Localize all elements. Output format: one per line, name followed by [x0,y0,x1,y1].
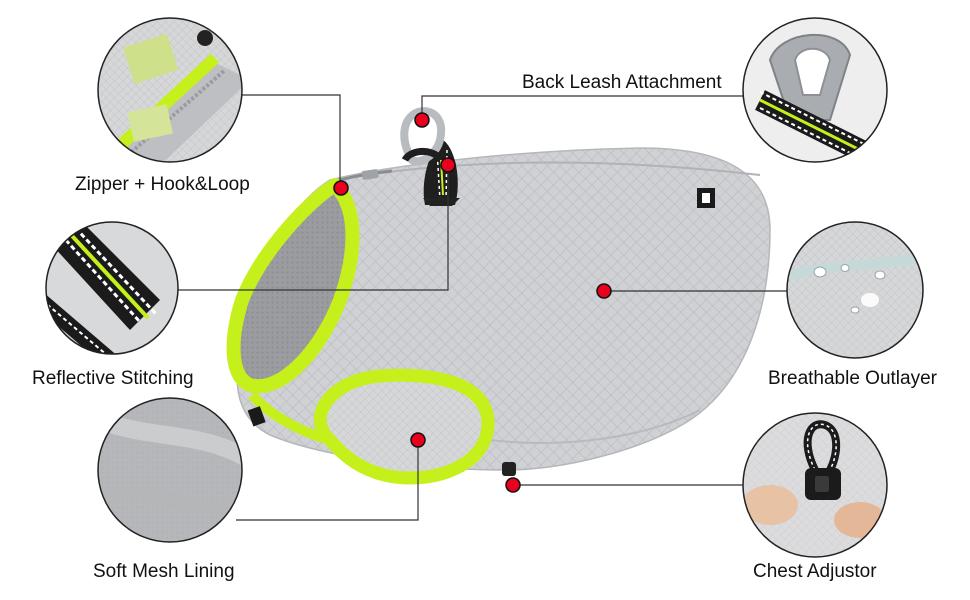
neck-opening [226,178,360,394]
connector-lines [178,94,788,521]
toggle-cord-icon [742,412,888,558]
dog-vest [226,107,771,485]
marker-leash[interactable] [414,112,430,128]
label-reflective-stitching: Reflective Stitching [32,368,194,389]
marker-breathable[interactable] [596,283,612,299]
markers [333,112,612,493]
mesh-fabric-icon [97,397,243,543]
chest-adjustor [502,462,516,476]
label-soft-mesh-lining: Soft Mesh Lining [93,561,235,582]
marker-chest[interactable] [505,477,521,493]
zipper-closeup-icon [97,17,243,163]
label-breathable-outlayer: Breathable Outlayer [768,368,937,389]
marker-mesh[interactable] [410,432,426,448]
water-droplets-icon [786,221,924,359]
marker-reflective[interactable] [440,157,456,173]
label-back-leash-attachment: Back Leash Attachment [522,72,722,93]
label-chest-adjustor: Chest Adjustor [753,561,877,582]
reflective-strap-icon [45,221,179,355]
marker-zipper[interactable] [333,180,349,196]
leg-hole [313,368,495,485]
label-zipper: Zipper + Hook&Loop [75,174,250,195]
d-ring-clip-icon [742,17,888,163]
